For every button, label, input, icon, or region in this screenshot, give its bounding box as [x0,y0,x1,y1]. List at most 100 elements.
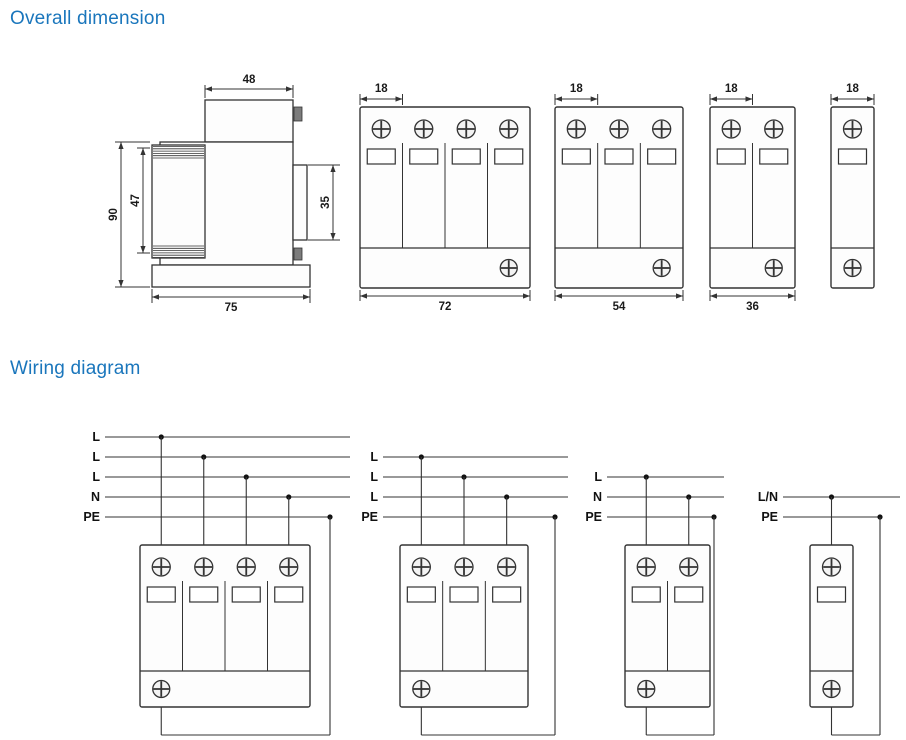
din-rail-clip [292,164,308,241]
screw-terminal-icon [371,119,391,139]
wire-label: L [92,450,100,464]
dimension-arrow [788,293,795,299]
base-block [151,264,311,288]
dimension-section-title: Overall dimension [10,8,166,29]
module-window [406,586,436,603]
dimension-arrow [286,86,293,92]
dimension-label: 75 [225,302,238,314]
module-window [494,148,524,165]
module-window [146,586,176,603]
dimension-arrow [330,233,336,240]
screw-terminal-icon [411,557,431,577]
detail-mark [293,106,303,122]
screw-terminal-icon [652,258,671,278]
wiring-diagram-1-pole: L/N PE [758,490,900,736]
dimension-label: 18 [570,83,583,95]
screw-terminal-icon [636,557,656,577]
dimension-arrow [555,96,562,102]
wire-label: L [92,470,100,484]
spd-device [399,544,529,708]
dimension-arrow [523,293,530,299]
dimension-arrow [395,96,403,102]
dimension-arrow [330,165,336,172]
screw-terminal-icon [279,557,299,577]
wire-label: PE [585,510,602,524]
wire-label: L/N [758,490,778,504]
module-window [631,586,661,603]
module-block [204,99,294,143]
wire-label: PE [83,510,100,524]
module-window [189,586,219,603]
module-window [816,586,847,603]
module-window [561,148,591,165]
spd-device [624,544,711,708]
dimension-label: 48 [243,74,256,86]
screw-terminal-icon [843,258,862,278]
dimension-arrow [555,293,562,299]
module-window [647,148,677,165]
spd-device [709,106,796,289]
screw-terminal-icon [822,679,841,699]
screw-terminal-icon [151,557,171,577]
dimension-arrow [745,96,753,102]
screw-terminal-icon [637,679,656,699]
wire-label: L [92,430,100,444]
screw-terminal-icon [609,119,629,139]
screw-terminal-icon [412,679,431,699]
dimension-label: 36 [746,301,759,313]
dimension-label: 47 [130,194,142,207]
dimension-arrow [867,96,874,102]
module-window [716,148,746,165]
spd-device [830,106,875,289]
dimension-label: 35 [320,196,332,209]
dimension-label: 54 [613,301,626,313]
screw-terminal-icon [236,557,256,577]
wire-label: N [593,490,602,504]
screw-terminal-icon [152,679,171,699]
screw-terminal-icon [456,119,476,139]
screw-terminal-icon [821,557,842,577]
wire-label: L [594,470,602,484]
front-block [151,144,206,259]
spd-device [139,544,311,708]
screw-terminal-icon [497,557,517,577]
spd-device [359,106,531,289]
dimension-arrow [831,96,838,102]
screw-terminal-icon [566,119,586,139]
wire-label: N [91,490,100,504]
screw-terminal-icon [721,119,741,139]
module-window [449,586,479,603]
wire-label: L [370,490,378,504]
screw-terminal-icon [414,119,434,139]
screw-terminal-icon [499,258,518,278]
screw-terminal-icon [764,119,784,139]
dimension-label: 18 [846,83,859,95]
module-window [492,586,522,603]
dimension-arrow [676,293,683,299]
module-window [231,586,261,603]
screw-terminal-icon [194,557,214,577]
module-window [451,148,481,165]
module-window [604,148,634,165]
wire-label: PE [761,510,778,524]
dimension-arrow [140,246,146,253]
screw-terminal-icon [652,119,672,139]
dimension-label: 90 [108,208,120,221]
screw-terminal-icon [499,119,519,139]
dimension-arrow [360,96,367,102]
module-window [759,148,789,165]
dimension-arrow [118,280,124,287]
screw-terminal-icon [842,119,863,139]
module-window [674,586,704,603]
wiring-section-title: Wiring diagram [10,358,141,379]
spd-device [554,106,684,289]
module-window [837,148,868,165]
dimension-label: 72 [439,301,452,313]
screw-terminal-icon [764,258,783,278]
dimension-arrow [118,142,124,149]
